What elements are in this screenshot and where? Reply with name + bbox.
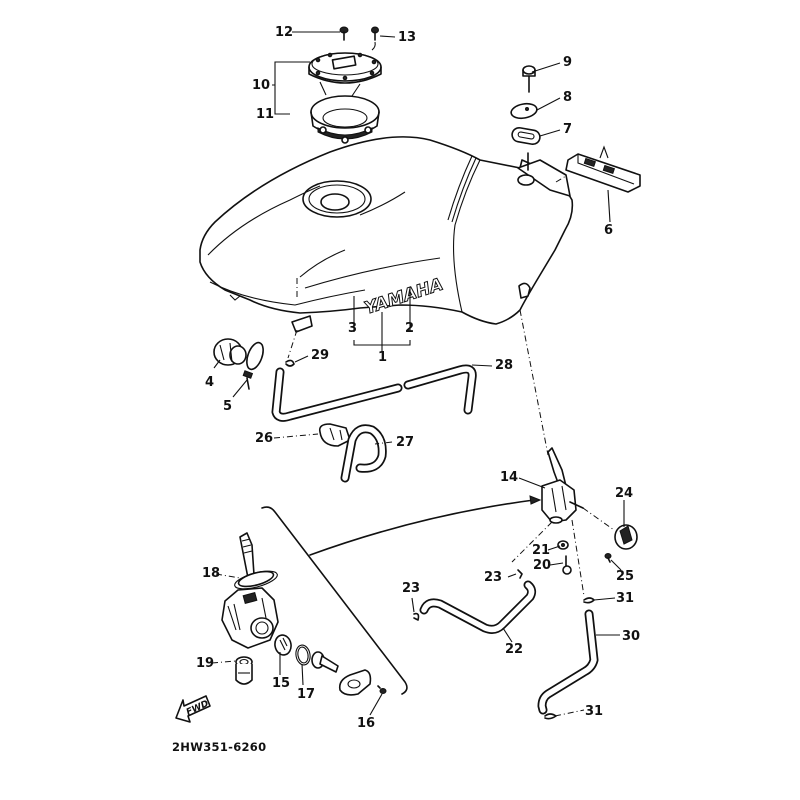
callout-24: 24 [615, 486, 634, 501]
fuel-cock-body [221, 532, 279, 649]
callout-23-upper: 23 [484, 570, 503, 585]
screw-12 [339, 26, 349, 41]
screw-16 [377, 685, 387, 694]
screw-25 [604, 553, 612, 563]
callout-11: 11 [256, 107, 275, 122]
knob-24 [614, 524, 638, 550]
callout-31-lower: 31 [585, 704, 604, 719]
callout-5: 5 [223, 399, 233, 414]
hose-30 [537, 609, 599, 715]
strainer-15 [274, 634, 292, 656]
callout-27: 27 [396, 435, 415, 450]
clip-31-upper [583, 597, 595, 604]
o-ring-17 [295, 644, 311, 666]
forward-direction-arrow: FWD [175, 695, 211, 723]
callout-10: 10 [252, 78, 271, 93]
callout-22: 22 [505, 642, 524, 657]
callout-29: 29 [311, 348, 330, 363]
flow-arrow-line [309, 499, 535, 556]
callout-21: 21 [532, 543, 551, 558]
callout-16: 16 [357, 716, 376, 731]
clip-23-lower [413, 612, 420, 621]
callout-23-lower: 23 [402, 581, 421, 596]
callout-13: 13 [398, 30, 417, 45]
callout-3: 3 [348, 321, 358, 336]
leader-24-dash [582, 507, 615, 531]
leader-6-dash [555, 175, 567, 183]
screw-13 [371, 26, 379, 51]
callout-leaders [211, 31, 625, 717]
clip-23-upper [517, 569, 523, 579]
fuel-cap-assembly [308, 52, 382, 97]
callout-25: 25 [616, 569, 635, 584]
callout-28: 28 [495, 358, 514, 373]
subassembly-bracket [261, 506, 408, 695]
callout-31-upper: 31 [616, 591, 635, 606]
lever-plate [338, 669, 372, 696]
diagram-code: 2HW351-6260 [172, 740, 267, 754]
clip-29 [285, 359, 295, 367]
callout-12: 12 [275, 25, 294, 40]
hose-22 [419, 580, 537, 634]
leader-29-dash [287, 329, 298, 359]
clip-31-lower [544, 713, 557, 720]
bolt-20 [562, 555, 572, 575]
cup-19 [235, 656, 253, 685]
callout-9: 9 [563, 55, 573, 70]
leader-23-dash [511, 521, 553, 563]
callout-4: 4 [205, 375, 215, 390]
fuel-tank-body: YAMAHA [199, 136, 574, 333]
callout-1: 1 [378, 350, 388, 365]
callout-18: 18 [202, 566, 221, 581]
damper-4 [213, 338, 247, 366]
band-27 [340, 424, 387, 483]
valve-lever [311, 651, 339, 673]
callout-30: 30 [622, 629, 641, 644]
callout-6: 6 [604, 223, 614, 238]
bolt-9 [522, 65, 536, 93]
washer-21 [557, 540, 569, 550]
hose-28 [271, 364, 477, 422]
callout-26: 26 [255, 431, 274, 446]
leader-31-dash [571, 519, 585, 597]
callout-2: 2 [405, 321, 415, 336]
callout-14: 14 [500, 470, 519, 485]
callout-7: 7 [563, 122, 573, 137]
callout-15: 15 [272, 676, 291, 691]
callout-20: 20 [533, 558, 552, 573]
washer-8 [510, 102, 538, 120]
callout-17: 17 [297, 687, 316, 702]
damper-7 [511, 126, 541, 146]
fuel-cap-gasket [310, 95, 380, 144]
leader-tank-cock-dash [519, 309, 549, 456]
fuel-cock-14 [541, 447, 584, 524]
band-5 [242, 341, 264, 390]
holder-26 [318, 423, 351, 447]
callout-19: 19 [196, 656, 215, 671]
bracket-6 [565, 145, 641, 193]
callout-8: 8 [563, 90, 573, 105]
arrow-head [529, 495, 542, 505]
gasket-18 [234, 570, 278, 590]
